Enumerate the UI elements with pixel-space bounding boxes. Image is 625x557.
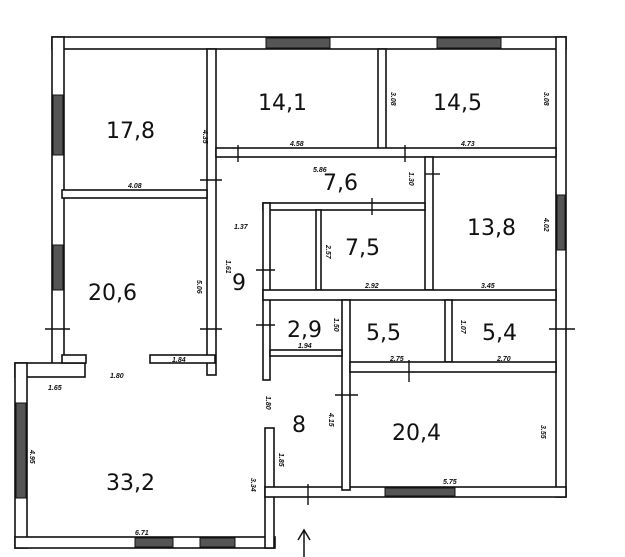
dimension-label: 4.58 xyxy=(289,141,304,148)
room-area-label: 20,4 xyxy=(392,421,441,446)
dimension-label: 4.95 xyxy=(28,449,35,464)
dimension-label: 5.86 xyxy=(313,167,327,174)
dimension-label: 4.15 xyxy=(327,412,334,427)
dimension-label: 4.35 xyxy=(201,129,208,144)
dimension-label: 1.50 xyxy=(332,318,339,332)
dimension-label: 2.57 xyxy=(324,244,331,260)
dimension-label: 1.65 xyxy=(48,385,62,392)
room-area-label: 5,4 xyxy=(482,321,517,346)
room-area-label: 8 xyxy=(292,413,306,438)
dimension-label: 1.80 xyxy=(110,373,124,380)
dimension-label: 2.70 xyxy=(496,356,511,363)
entrance-arrow-icon xyxy=(297,528,311,557)
dimension-label: 2.92 xyxy=(364,283,379,290)
room-area-label: 17,8 xyxy=(106,119,155,144)
room-area-label: 7,5 xyxy=(345,236,380,261)
room-area-label: 7,6 xyxy=(323,171,358,196)
room-area-label: 9 xyxy=(232,271,246,296)
dimension-label: 2.75 xyxy=(389,356,404,363)
dimension-label: 3.08 xyxy=(542,92,549,106)
dimension-label: 4.73 xyxy=(460,141,475,148)
dimension-label: 4.08 xyxy=(127,183,142,190)
dimension-label: 3.08 xyxy=(389,92,396,106)
room-area-label: 33,2 xyxy=(106,471,155,496)
dimension-label: 1.30 xyxy=(407,172,414,186)
room-area-label: 13,8 xyxy=(467,216,516,241)
room-area-label: 5,5 xyxy=(366,321,401,346)
dimension-label: 3.55 xyxy=(539,425,546,439)
dimension-label: 5.75 xyxy=(443,479,457,486)
dimension-label: 5.06 xyxy=(195,280,202,294)
windows xyxy=(15,37,566,548)
dimension-label: 1.61 xyxy=(224,260,231,274)
room-area-label: 2,9 xyxy=(287,318,322,343)
dimension-label: 3.34 xyxy=(249,478,256,492)
dimension-label: 1.80 xyxy=(264,396,271,410)
room-area-label: 14,5 xyxy=(433,91,482,116)
dimension-label: 1.07 xyxy=(459,320,466,335)
dimension-label: 6.71 xyxy=(135,530,149,537)
door-marks xyxy=(45,145,575,505)
dimension-label: 3.45 xyxy=(481,283,495,290)
room-area-label: 20,6 xyxy=(88,281,137,306)
dimension-label: 1.85 xyxy=(277,453,284,467)
room-area-label: 14,1 xyxy=(258,91,307,116)
dimension-label: 1.84 xyxy=(172,357,186,364)
dimension-label: 4.02 xyxy=(542,217,549,232)
dimension-label: 1.37 xyxy=(234,224,249,231)
dimension-label: 1.94 xyxy=(298,343,312,350)
